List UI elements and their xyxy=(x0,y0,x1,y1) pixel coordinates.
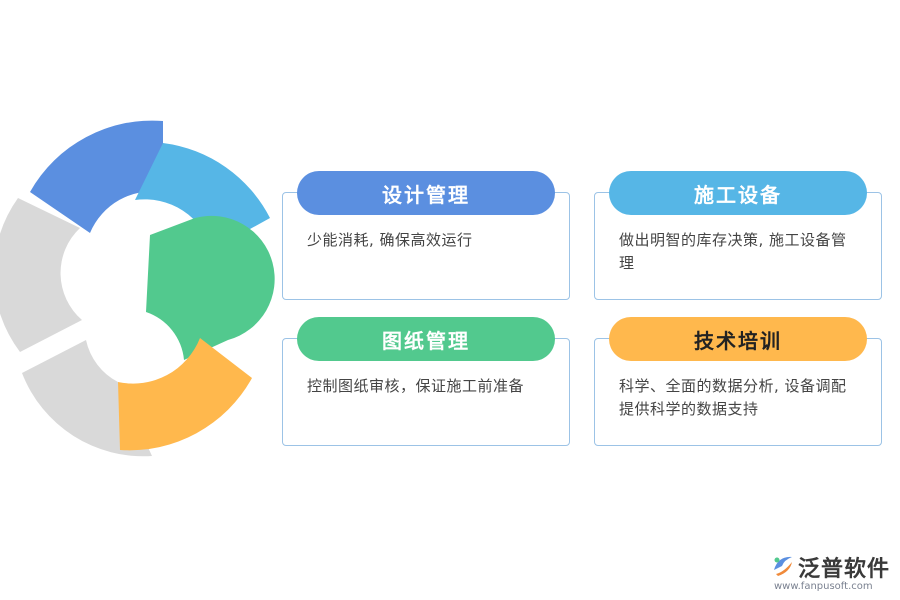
card-construction-equipment: 施工设备 做出明智的库存决策, 施工设备管理 xyxy=(594,171,882,300)
logo-name: 泛普软件 xyxy=(798,557,891,582)
ring-segment-green xyxy=(146,215,275,360)
card-text: 控制图纸审核，保证施工前准备 xyxy=(307,377,525,395)
card-title-pill: 设计管理 xyxy=(297,171,555,215)
card-technical-training: 技术培训 科学、全面的数据分析, 设备调配提供科学的数据支持 xyxy=(594,317,882,446)
card-design-management: 设计管理 少能消耗, 确保高效运行 xyxy=(282,171,570,300)
card-text: 做出明智的库存决策, 施工设备管理 xyxy=(619,231,847,272)
card-title: 施工设备 xyxy=(694,182,782,207)
ring-diagram xyxy=(0,120,275,457)
card-title: 技术培训 xyxy=(694,328,782,353)
card-title: 图纸管理 xyxy=(382,328,470,353)
card-text: 少能消耗, 确保高效运行 xyxy=(307,231,473,249)
card-title: 设计管理 xyxy=(382,182,470,207)
card-title-pill: 图纸管理 xyxy=(297,317,555,361)
card-title-pill: 施工设备 xyxy=(609,171,867,215)
card-text: 科学、全面的数据分析, 设备调配提供科学的数据支持 xyxy=(619,377,847,418)
fanpu-logo-icon xyxy=(774,556,792,576)
card-title-pill: 技术培训 xyxy=(609,317,867,361)
brand-logo: 泛普软件 www.fanpusoft.com xyxy=(770,550,895,596)
ring-segment-gray-upper xyxy=(0,198,82,352)
ring-segment-blue xyxy=(30,120,163,233)
logo-url: www.fanpusoft.com xyxy=(774,581,873,592)
card-drawing-management: 图纸管理 控制图纸审核，保证施工前准备 xyxy=(282,317,570,446)
ring-segment-orange xyxy=(118,338,252,451)
